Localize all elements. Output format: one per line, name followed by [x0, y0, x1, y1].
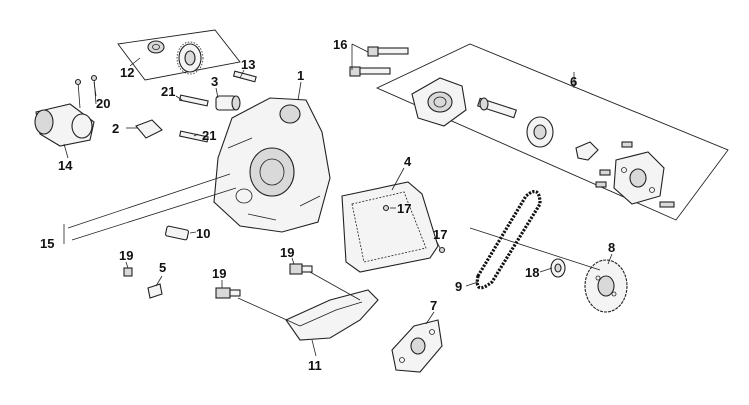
part-18-washer: [550, 258, 566, 278]
callout-21-a: 21: [161, 84, 175, 99]
part-6-pin: [575, 141, 599, 161]
part-19-screw-c: [289, 263, 313, 275]
part-9-chain: [475, 189, 542, 290]
callout-19-a: 19: [119, 248, 133, 263]
callout-1: 1: [297, 68, 304, 83]
callout-12: 12: [120, 65, 134, 80]
part-1-crankcase: [213, 97, 331, 233]
part-19-screw-a: [123, 267, 133, 277]
callout-18: 18: [525, 265, 539, 280]
leader-lines: [63, 43, 613, 357]
part-10-plug: [165, 225, 189, 241]
callout-15: 15: [40, 236, 54, 251]
callout-20: 20: [96, 96, 110, 111]
callout-17-b: 17: [433, 227, 447, 242]
callout-14: 14: [58, 158, 73, 173]
part-12-gear: [176, 41, 204, 75]
part-2-bracket: [135, 119, 163, 139]
part-5-clip: [147, 283, 163, 299]
callout-19-b: 19: [212, 266, 226, 281]
callout-9: 9: [455, 279, 462, 294]
callout-labels: 1 2 3 4 5 6 7 8 9 10 11 12 13 14 15 16 1…: [40, 37, 615, 373]
group-frame-6: [375, 43, 729, 221]
callout-19-c: 19: [280, 245, 294, 260]
group-frame-12: [117, 29, 241, 81]
callout-6: 6: [570, 74, 577, 89]
callout-5: 5: [159, 260, 166, 275]
part-8-sprocket: [584, 259, 628, 313]
part-6-cover: [613, 151, 665, 205]
callout-13: 13: [241, 57, 255, 72]
callout-4: 4: [404, 154, 412, 169]
part-21-pins: [179, 94, 209, 143]
part-4-gasket: [341, 181, 439, 273]
part-6-pump-body: [411, 77, 467, 127]
part-6-rotor: [526, 116, 554, 148]
part-15-long-bolts: [63, 173, 237, 244]
callout-7: 7: [430, 298, 437, 313]
part-17-bolts: [382, 204, 446, 254]
part-11-gasket-cover: [285, 289, 379, 341]
callout-16: 16: [333, 37, 347, 52]
callout-11: 11: [308, 358, 322, 373]
callout-17-a: 17: [397, 201, 411, 216]
part-13-pin: [232, 70, 257, 83]
part-20-bolts: [74, 74, 98, 109]
part-16-bolts: [349, 46, 409, 77]
callout-10: 10: [196, 226, 210, 241]
callout-8: 8: [608, 240, 615, 255]
part-7-cover: [391, 319, 443, 373]
part-19-screw-b: [215, 287, 241, 299]
callout-2: 2: [112, 121, 119, 136]
part-6-screws: [595, 141, 675, 208]
callout-21-b: 21: [202, 128, 216, 143]
part-6-shaft: [477, 97, 517, 119]
callout-3: 3: [211, 74, 218, 89]
part-12-washer: [147, 40, 165, 54]
part-3-bushing: [215, 95, 241, 111]
part-14-starter-motor: [34, 103, 95, 147]
